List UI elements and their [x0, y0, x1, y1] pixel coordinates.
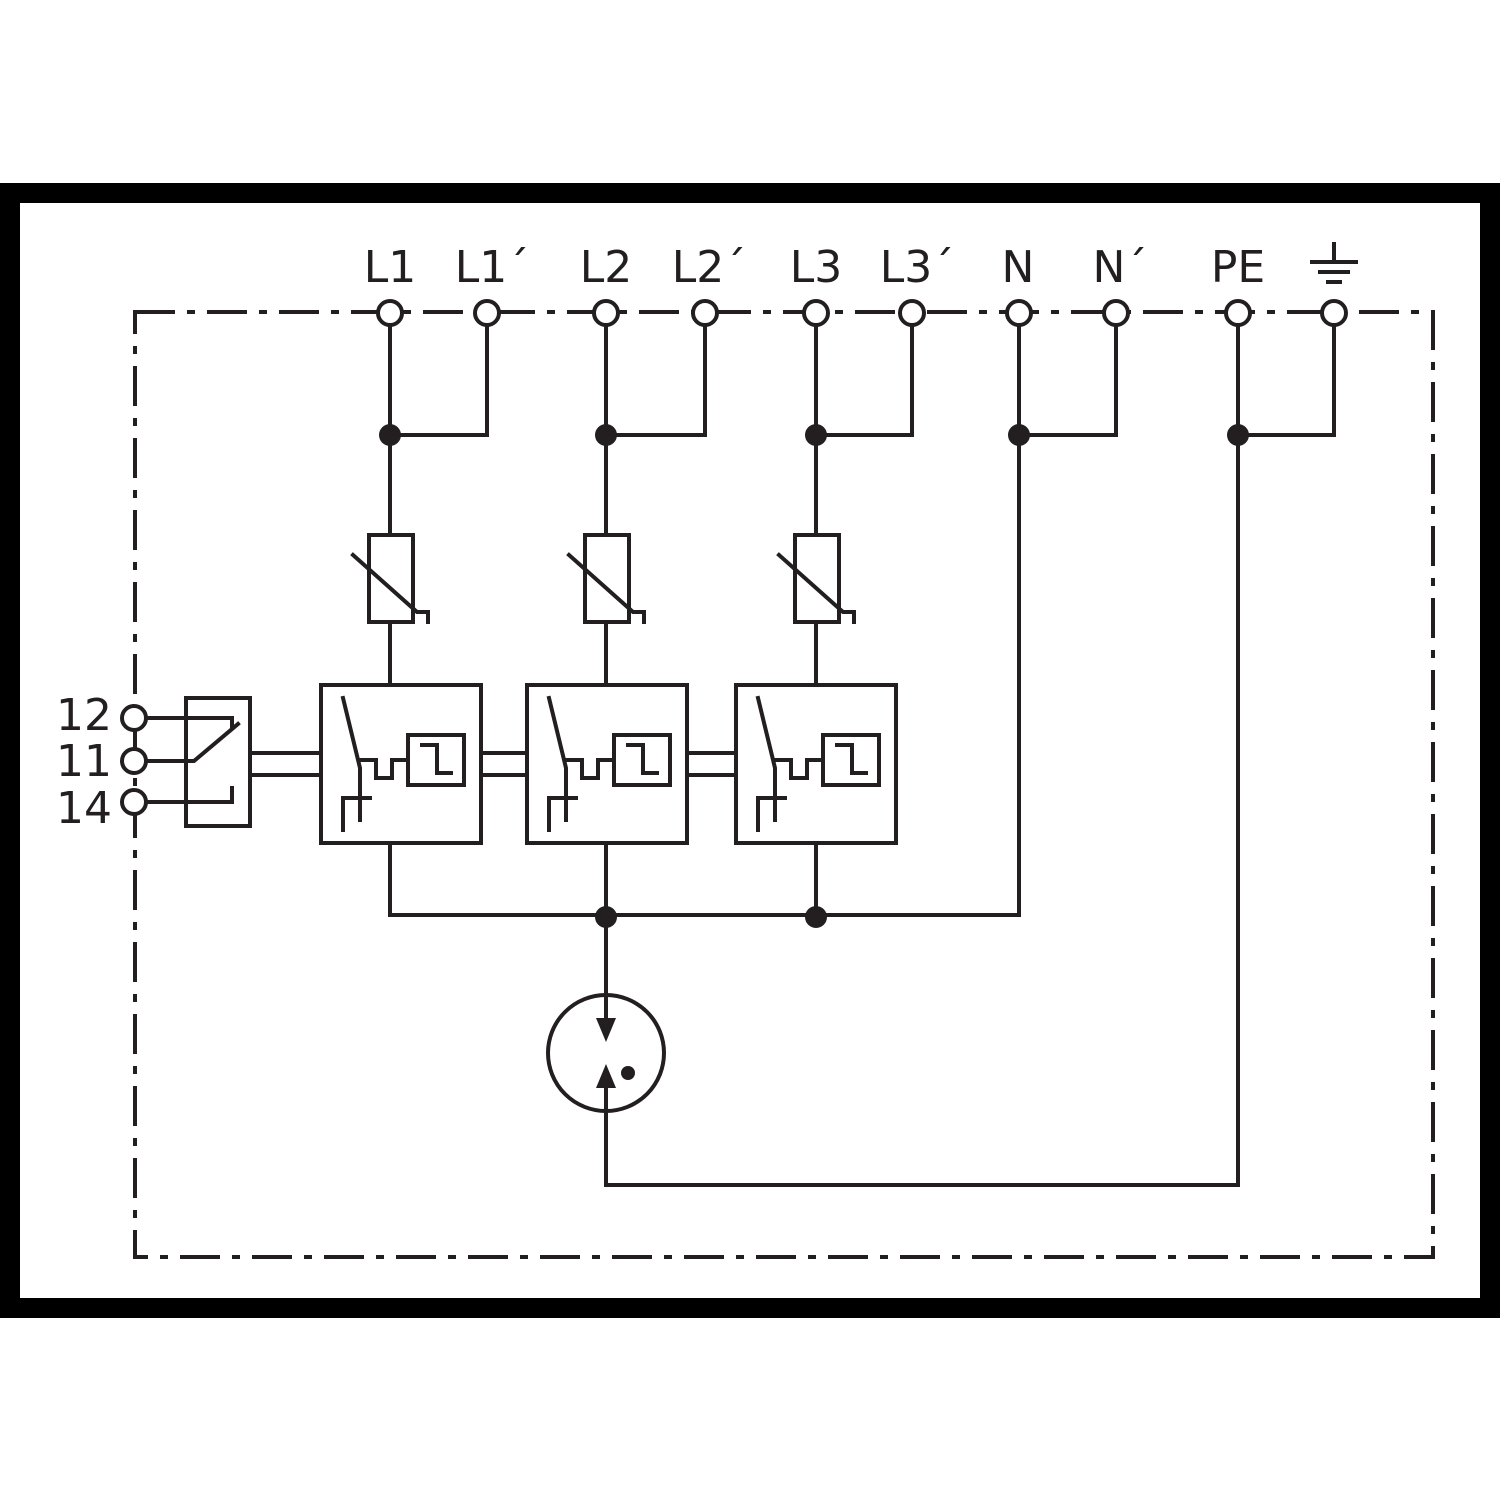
varistor-l1: [350, 533, 430, 624]
terminal-label-l2-prime: L2´: [672, 242, 747, 293]
junction-dot: [805, 906, 827, 928]
terminal-l2: [592, 299, 620, 327]
thermal-disconnector-3: [734, 683, 898, 845]
terminal-n: [1005, 299, 1033, 327]
relay-label-14: 14: [56, 783, 112, 834]
terminal-l1-prime: [473, 299, 501, 327]
junction-dot: [1008, 424, 1030, 446]
junction-dot: [1227, 424, 1249, 446]
terminal-12: [120, 704, 148, 732]
terminal-label-l2: L2: [580, 242, 633, 293]
remote-signal-contact: [146, 696, 252, 828]
junction-dot: [595, 906, 617, 928]
terminal-14: [120, 788, 148, 816]
terminal-label-l1-prime: L1´: [455, 242, 530, 293]
earth-icon: [1310, 242, 1358, 284]
terminal-label-n-prime: N´: [1093, 242, 1148, 293]
terminal-earth: [1320, 299, 1348, 327]
terminal-l1: [376, 299, 404, 327]
mechanical-link: [248, 751, 738, 777]
thermal-disconnector-2: [525, 683, 689, 845]
thermal-disconnector-1: [319, 683, 483, 845]
relay-terminal-labels: 12 11 14: [56, 690, 112, 834]
terminal-11: [120, 747, 148, 775]
terminal-label-l3: L3: [790, 242, 843, 293]
relay-terminals: [120, 704, 148, 816]
gap-to-pe: [604, 1109, 1240, 1187]
varistor-l2: [566, 533, 646, 624]
relay-label-12: 12: [56, 690, 112, 741]
terminal-l3-prime: [898, 299, 926, 327]
terminal-l3: [802, 299, 830, 327]
terminal-label-n: N: [1002, 242, 1035, 293]
spark-gap: [546, 993, 666, 1113]
terminal-label-l3-prime: L3´: [880, 242, 955, 293]
junction-dot: [595, 424, 617, 446]
common-bus: [388, 841, 1021, 917]
terminal-label-l1: L1: [364, 242, 417, 293]
terminal-pe: [1224, 299, 1252, 327]
terminal-label-earth: ⏚: [1312, 242, 1356, 293]
relay-label-11: 11: [56, 736, 112, 787]
varistor-l3: [776, 533, 856, 624]
device-enclosure: [133, 310, 1435, 1259]
top-terminal-labels: L1 L1´ L2 L2´ L3 L3´ N N´ PE: [364, 242, 1265, 293]
terminal-l2-prime: [691, 299, 719, 327]
junction-dot: [805, 424, 827, 446]
top-terminals: [376, 299, 1348, 327]
terminal-n-prime: [1102, 299, 1130, 327]
junction-dot: [379, 424, 401, 446]
terminal-label-pe: PE: [1211, 242, 1265, 293]
outer-frame: [0, 183, 1500, 1318]
